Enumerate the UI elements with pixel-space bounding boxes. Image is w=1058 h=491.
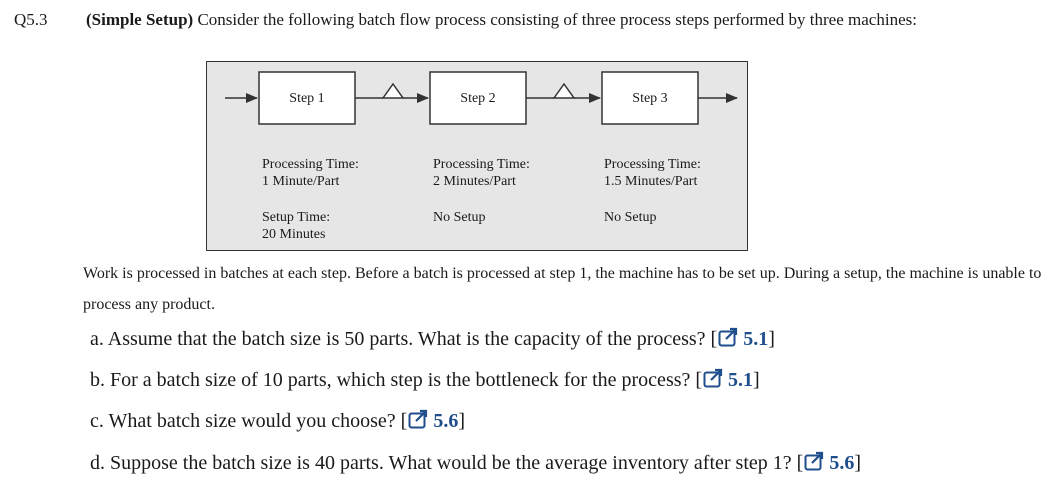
part-b-text: b. For a batch size of 10 parts, which s… — [90, 369, 703, 391]
part-c: c. What batch size would you choose? [ 5.… — [90, 409, 465, 435]
step-label-3: Step 3 — [632, 91, 668, 106]
step-box-2 — [429, 71, 527, 125]
part-d: d. Suppose the batch size is 40 parts. W… — [90, 451, 861, 477]
bracket-close: ] — [768, 328, 775, 350]
step-3-processing: Processing Time: 1.5 Minutes/Part — [604, 156, 701, 190]
step-2-processing: Processing Time: 2 Minutes/Part — [433, 156, 530, 190]
setup-line-1: No Setup — [433, 210, 486, 225]
step-label-2: Step 2 — [460, 91, 496, 106]
part-c-text: c. What batch size would you choose? [ — [90, 410, 408, 432]
processing-value: 2 Minutes/Part — [433, 174, 516, 189]
external-link-icon[interactable] — [804, 451, 826, 477]
process-flow-diagram — [225, 71, 738, 125]
step-3-setup: No Setup — [604, 209, 657, 226]
processing-label: Processing Time: — [604, 157, 701, 172]
section-ref-link[interactable]: 5.1 — [728, 369, 754, 391]
part-d-text: d. Suppose the batch size is 40 parts. W… — [90, 452, 804, 474]
processing-value: 1 Minute/Part — [262, 174, 340, 189]
step-1-setup: Setup Time: 20 Minutes — [262, 209, 330, 243]
setup-line-2: 20 Minutes — [262, 227, 326, 242]
part-a-text: a. Assume that the batch size is 50 part… — [90, 328, 718, 350]
question-number: Q5.3 — [14, 10, 48, 29]
step-2-setup: No Setup — [433, 209, 486, 226]
bracket-close: ] — [753, 369, 760, 391]
part-a: a. Assume that the batch size is 50 part… — [90, 327, 775, 353]
section-ref-link[interactable]: 5.1 — [743, 328, 769, 350]
process-figure: Step 1 Step 2 Step 3 Processing Time: 1 … — [206, 61, 748, 251]
step-1-processing: Processing Time: 1 Minute/Part — [262, 156, 359, 190]
setup-line-1: No Setup — [604, 210, 657, 225]
question-title: (Simple Setup) — [86, 10, 194, 29]
part-b: b. For a batch size of 10 parts, which s… — [90, 368, 760, 394]
external-link-icon[interactable] — [718, 327, 740, 353]
bracket-close: ] — [458, 410, 465, 432]
step-box-3 — [601, 71, 699, 125]
description-paragraph: Work is processed in batches at each ste… — [83, 265, 1042, 313]
section-ref-link[interactable]: 5.6 — [829, 452, 855, 474]
processing-label: Processing Time: — [262, 157, 359, 172]
step-label-1: Step 1 — [289, 91, 325, 106]
buffer-triangle-1 — [381, 82, 405, 99]
question-intro: (Simple Setup) Consider the following ba… — [86, 10, 917, 30]
external-link-icon[interactable] — [408, 409, 430, 435]
section-ref-link[interactable]: 5.6 — [433, 410, 459, 432]
question-intro-text: Consider the following batch flow proces… — [193, 10, 917, 29]
processing-value: 1.5 Minutes/Part — [604, 174, 698, 189]
processing-label: Processing Time: — [433, 157, 530, 172]
bracket-close: ] — [854, 452, 861, 474]
external-link-icon[interactable] — [703, 368, 725, 394]
setup-line-1: Setup Time: — [262, 210, 331, 225]
buffer-triangle-2 — [552, 82, 576, 99]
